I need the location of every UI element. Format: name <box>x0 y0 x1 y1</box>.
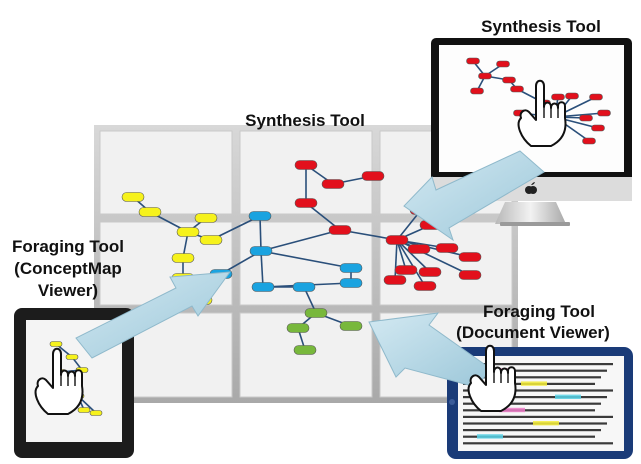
text-highlight <box>521 381 547 386</box>
graph-edge <box>396 239 431 273</box>
graph-edge <box>259 215 262 252</box>
concept-node <box>579 114 593 122</box>
concept-node <box>328 225 352 235</box>
concept-node <box>496 60 510 68</box>
concept-node <box>407 244 431 254</box>
concept-node <box>510 85 524 93</box>
concept-node <box>565 92 579 100</box>
concept-node <box>65 354 79 360</box>
concept-node <box>413 281 437 291</box>
concept-node <box>385 235 409 245</box>
apple-logo-icon <box>525 182 537 194</box>
concept-node <box>176 227 200 237</box>
concept-node <box>77 407 91 413</box>
label-foraging-tool-concept-3: Viewer) <box>37 281 99 300</box>
document-text-line <box>463 409 595 412</box>
document-text-line <box>463 369 607 372</box>
concept-node <box>339 278 363 288</box>
concept-node <box>458 270 482 280</box>
graph-edge <box>260 229 341 252</box>
document-text-line <box>463 376 601 379</box>
concept-node <box>49 341 63 347</box>
text-highlight <box>477 434 503 439</box>
concept-node <box>286 323 310 333</box>
text-highlight <box>555 394 581 399</box>
concept-node <box>304 308 328 318</box>
concept-node <box>138 207 162 217</box>
concept-node <box>248 211 272 221</box>
flow-arrows <box>75 150 545 388</box>
concept-node <box>589 93 603 101</box>
pointing-hand-icon <box>467 344 517 412</box>
label-synthesis-tool-monitor: Synthesis Tool <box>481 17 601 36</box>
graph-edge <box>396 239 471 258</box>
arrow-doc-tablet-to-wall <box>368 312 492 388</box>
pointing-hand-icon <box>34 347 84 415</box>
document-text-lines <box>463 363 613 445</box>
document-text-line <box>463 389 613 392</box>
concept-node <box>361 171 385 181</box>
document-text-line <box>463 363 613 366</box>
concept-node <box>458 252 482 262</box>
concept-node <box>582 137 596 145</box>
monitor-stand <box>495 202 566 224</box>
concept-node <box>121 192 145 202</box>
concept-node <box>199 235 223 245</box>
concept-node <box>89 410 103 416</box>
label-foraging-tool-doc-1: Foraging Tool <box>482 302 596 321</box>
concept-node <box>294 198 318 208</box>
document-text-line <box>463 415 613 418</box>
arrow-tablet-to-wall <box>75 271 232 359</box>
concept-node <box>293 345 317 355</box>
document-text-line <box>463 435 595 438</box>
concept-node <box>321 179 345 189</box>
concept-node <box>470 87 484 95</box>
document-text-line <box>463 402 601 405</box>
concept-node <box>502 76 516 84</box>
concept-node <box>383 275 407 285</box>
concept-node <box>466 57 480 65</box>
concept-node <box>251 282 275 292</box>
concept-node <box>478 72 492 80</box>
arrow-monitor-to-wall <box>403 150 545 242</box>
concept-node <box>171 253 195 263</box>
graph-edge <box>260 250 352 269</box>
document-text-line <box>463 429 601 432</box>
graph-edge <box>260 250 264 288</box>
concept-node <box>418 267 442 277</box>
label-foraging-tool-concept-1: Foraging Tool <box>11 237 125 256</box>
monitor-screen <box>439 45 624 172</box>
graph-edge <box>396 239 407 271</box>
document-text-line <box>463 442 613 445</box>
concept-node <box>294 160 318 170</box>
concept-node <box>435 243 459 253</box>
concept-node <box>591 124 605 132</box>
concept-node <box>339 321 363 331</box>
concept-node <box>194 213 218 223</box>
concept-node <box>292 282 316 292</box>
label-synthesis-tool-wall: Synthesis Tool <box>245 111 365 130</box>
label-foraging-tool-concept-2: (ConceptMap <box>14 259 122 278</box>
concept-node <box>551 93 565 101</box>
graph-edge <box>394 239 398 281</box>
label-foraging-tool-doc-2: (Document Viewer) <box>456 323 610 342</box>
concept-node <box>394 265 418 275</box>
wall-tile <box>99 130 233 215</box>
concept-node <box>339 263 363 273</box>
text-highlight <box>499 407 525 413</box>
concept-node <box>249 246 273 256</box>
concept-node <box>597 109 611 117</box>
text-highlight <box>533 421 559 426</box>
document-text-line <box>463 396 607 399</box>
pointing-hand-icon <box>517 79 567 147</box>
graph-edge <box>396 239 426 287</box>
